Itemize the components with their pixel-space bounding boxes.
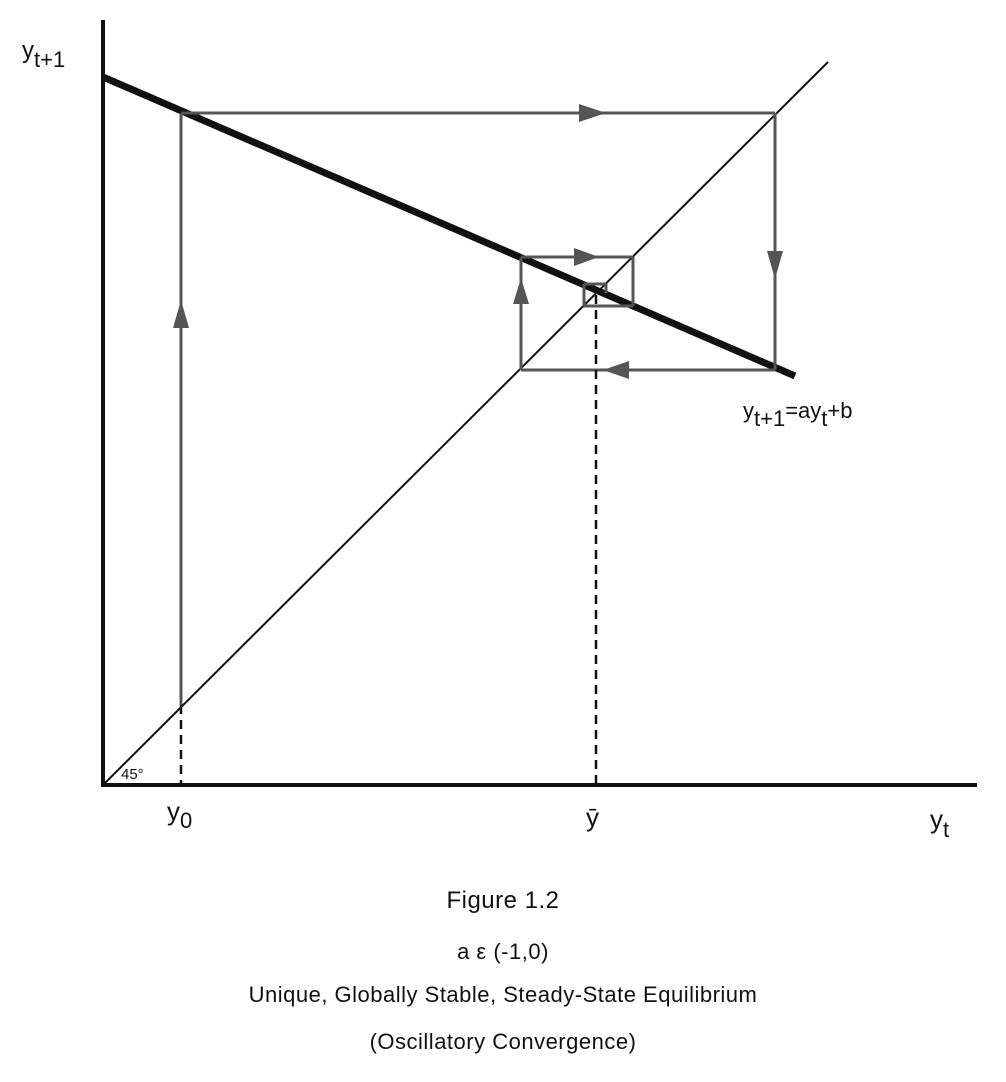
- arrow-up-1: [173, 300, 189, 328]
- figure-title: Unique, Globally Stable, Steady-State Eq…: [248, 982, 758, 1007]
- function-label: yt+1=ayt+b: [743, 398, 853, 431]
- arrow-left-1: [603, 361, 629, 379]
- y-axis-label: yt+1: [22, 37, 65, 72]
- arrow-up-2: [513, 278, 529, 304]
- arrowheads: [173, 104, 783, 379]
- cobweb-diagram: yt+1 yt 45° y0 ȳ yt+1=ayt+b: [22, 20, 977, 842]
- cobweb-path: [179, 111, 777, 705]
- arrow-right-2: [574, 248, 599, 266]
- x-axis-label: yt: [930, 804, 949, 842]
- 45-degree-line: [102, 61, 829, 786]
- arrow-down-1: [767, 251, 783, 279]
- angle-label: 45°: [121, 766, 144, 783]
- ybar-tick-label: ȳ: [586, 802, 599, 832]
- parameter-condition: a ε (-1,0): [457, 939, 549, 964]
- arrow-right-1: [579, 104, 606, 122]
- figure-number: Figure 1.2: [446, 887, 560, 914]
- function-line: [101, 73, 797, 380]
- figure-subtitle: (Oscillatory Convergence): [369, 1029, 637, 1054]
- y0-tick-label: y0: [167, 796, 192, 833]
